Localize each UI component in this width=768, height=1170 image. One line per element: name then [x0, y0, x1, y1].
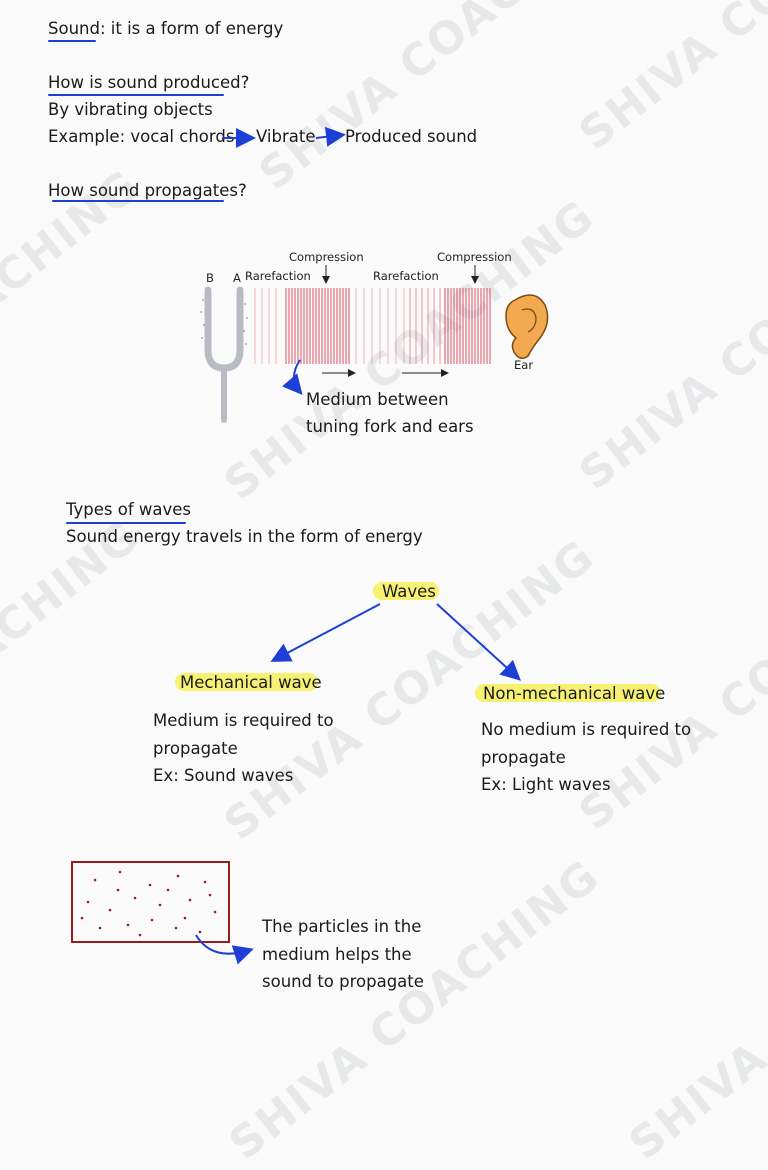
non-mechanical-example: Ex: Light waves — [481, 775, 611, 794]
particle — [188, 898, 192, 902]
particle — [174, 926, 178, 930]
particle — [166, 888, 170, 892]
highlight — [475, 684, 661, 702]
particle — [108, 908, 112, 912]
types-subtitle: Sound energy travels in the form of ener… — [66, 527, 423, 546]
medium-box — [71, 861, 230, 943]
underline — [66, 522, 186, 524]
particle — [213, 910, 217, 914]
illustrations — [71, 126, 549, 965]
underline — [48, 94, 224, 96]
question-mark: ? — [240, 73, 250, 92]
example-vibrate: Vibrate — [256, 127, 316, 146]
medium-label: Medium between — [306, 390, 449, 409]
tree-arrow-left — [270, 603, 381, 662]
example-prefix: Example: vocal chords — [48, 127, 235, 146]
particle — [203, 880, 207, 884]
mechanical-example: Ex: Sound waves — [153, 766, 294, 785]
highlight — [373, 582, 439, 600]
particle — [176, 874, 180, 878]
waves-root: Waves — [382, 582, 436, 601]
particle — [208, 893, 212, 897]
particle — [150, 918, 154, 922]
example-result: Produced sound — [345, 127, 478, 146]
definition-line: Sound: it is a form of energy — [48, 15, 283, 42]
tuning-fork — [204, 286, 244, 423]
definition-text: : it is a form of energy — [99, 19, 284, 38]
particles-text: The particles in the — [262, 917, 422, 936]
particle — [148, 883, 152, 887]
question-text: How is sound produced — [48, 73, 241, 92]
fork-vibration-dots — [200, 299, 248, 345]
particles-text: sound to propagate — [262, 972, 424, 991]
particles-text: medium helps the — [262, 945, 412, 964]
particle — [133, 896, 137, 900]
particle — [183, 916, 187, 920]
mechanical-title: Mechanical wave — [180, 673, 322, 692]
particle — [126, 923, 130, 927]
medium-label: tuning fork and ears — [306, 417, 474, 436]
sound-term: Sound — [48, 19, 100, 38]
particle — [118, 870, 122, 874]
tree-arrow-right — [436, 603, 521, 681]
particle — [116, 888, 120, 892]
non-mechanical-desc: propagate — [481, 748, 566, 767]
underline — [52, 200, 224, 202]
ear-label: Ear — [514, 358, 534, 372]
compression-label: Compression — [289, 250, 364, 264]
particle — [80, 916, 84, 920]
particle — [86, 900, 90, 904]
question-text: How sound propagates — [48, 181, 238, 200]
fork-label-a: A — [233, 271, 241, 285]
rarefaction-label: Rarefaction — [373, 269, 439, 283]
ear-icon — [505, 294, 549, 359]
non-mechanical-desc: No medium is required to — [481, 720, 692, 739]
fork-label-b: B — [206, 271, 214, 285]
arrow — [315, 126, 346, 147]
answer-line: By vibrating objects — [48, 100, 213, 119]
rarefaction-label: Rarefaction — [245, 269, 311, 283]
particle — [98, 926, 102, 930]
compression-label: Compression — [437, 250, 512, 264]
arrow — [195, 934, 254, 965]
mechanical-desc: propagate — [153, 739, 238, 758]
non-mechanical-title: Non-mechanical wave — [483, 684, 666, 703]
arrow — [281, 359, 303, 396]
highlight — [175, 673, 318, 691]
particles — [80, 870, 217, 937]
particle — [138, 933, 142, 937]
question-mark: ? — [237, 181, 247, 200]
question-produced: How is sound produced? — [48, 69, 249, 96]
particle — [93, 878, 97, 882]
mechanical-desc: Medium is required to — [153, 711, 334, 730]
particle — [158, 903, 162, 907]
types-heading: Types of waves — [66, 500, 192, 519]
particle — [198, 930, 202, 934]
sound-wave-lines — [254, 288, 491, 364]
underline — [48, 40, 96, 42]
question-propagates: How sound propagates? — [48, 177, 247, 204]
